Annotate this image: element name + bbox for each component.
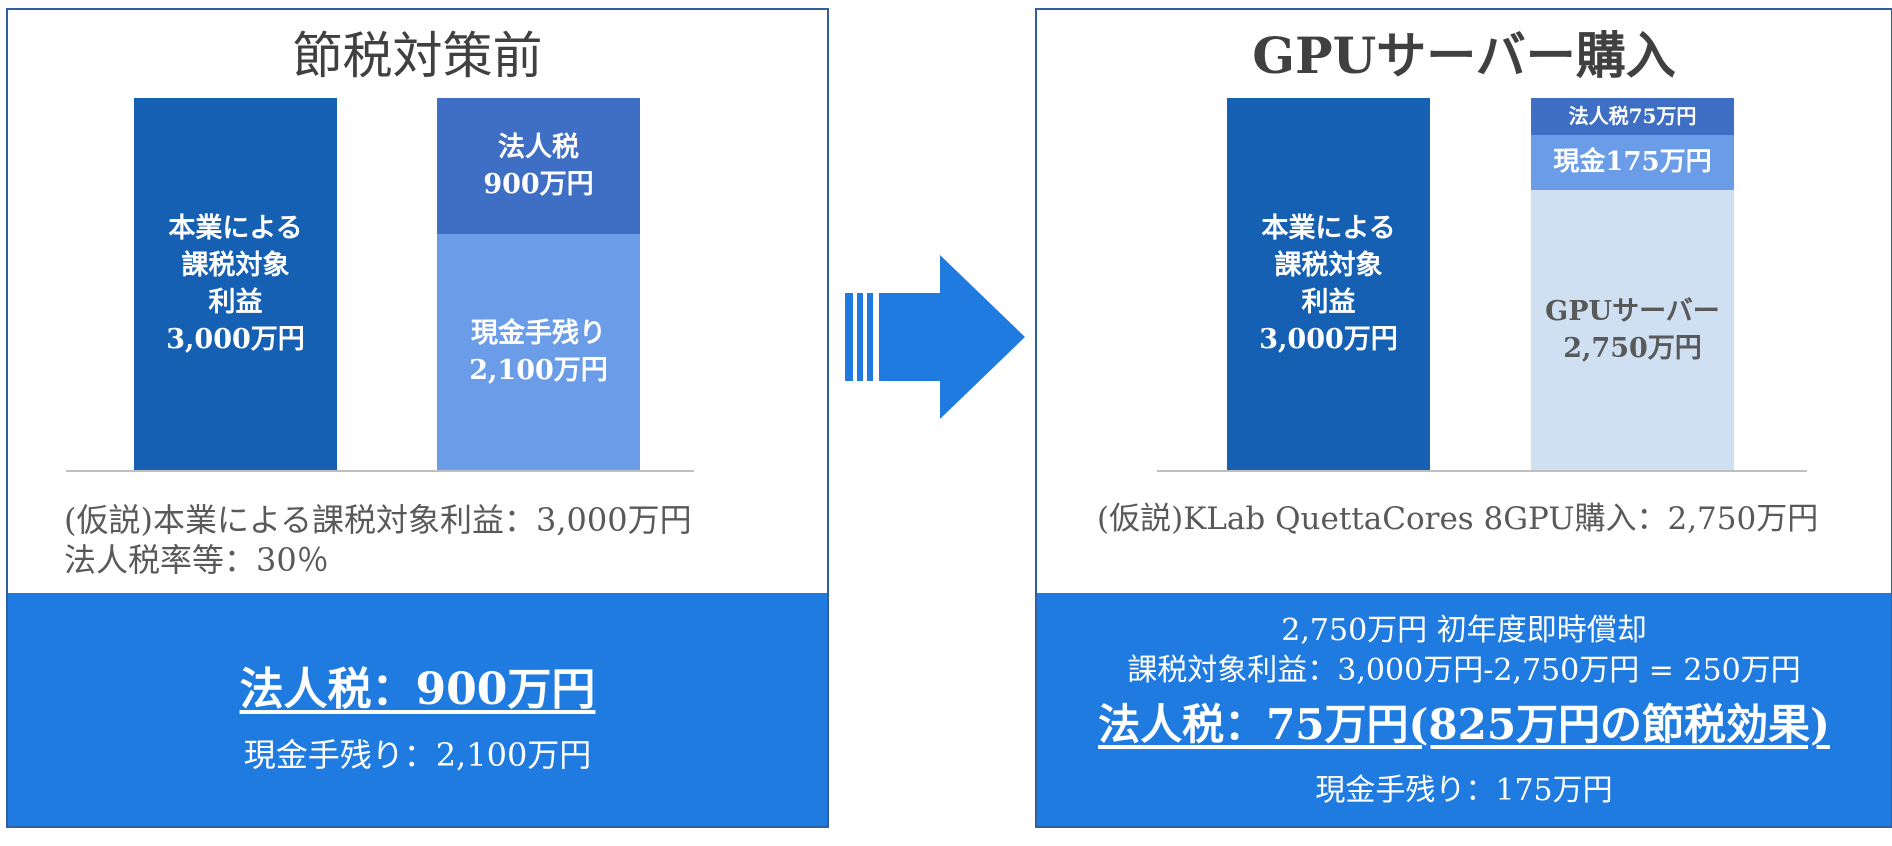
before-tax-headline: 法人税：900万円 xyxy=(239,664,596,715)
after-profit-label-3: 利益 xyxy=(1301,287,1356,318)
before-title: 節税対策前 xyxy=(292,27,543,85)
before-tax-bar: 法人税 900万円 xyxy=(437,98,640,234)
after-profit-value: 3,000万円 xyxy=(1259,324,1398,356)
before-panel: 節税対策前 本業による 課税対象 利益 3,000万円 法人税 900万円 現金… xyxy=(6,8,829,828)
after-summary: 2,750万円 初年度即時償却 課税対象利益：3,000万円-2,750万円 =… xyxy=(1037,593,1891,826)
after-server-value: 2,750万円 xyxy=(1563,333,1702,364)
after-server-label: GPUサーバー xyxy=(1545,295,1720,327)
after-title: GPUサーバー購入 xyxy=(1252,26,1676,85)
before-note-line-2: 法人税率等：30％ xyxy=(64,541,329,579)
before-profit-value: 3,000万円 xyxy=(166,324,305,356)
after-tax-headline: 法人税：75万円(825万円の節税効果) xyxy=(1098,700,1830,749)
right-arrow-icon xyxy=(845,255,1025,419)
after-cash-remaining: 現金手残り：175万円 xyxy=(1315,773,1613,808)
after-profit-label-2: 課税対象 xyxy=(1274,249,1383,281)
before-profit-label-1: 本業による xyxy=(168,212,303,244)
before-cash-bar: 現金手残り 2,100万円 xyxy=(437,234,640,470)
before-profit-label-3: 利益 xyxy=(208,287,263,318)
before-note-line-1: (仮説)本業による課税対象利益：3,000万円 xyxy=(64,501,692,539)
before-baseline xyxy=(66,470,694,472)
after-panel: GPUサーバー購入 本業による 課税対象 利益 3,000万円 法人税75万円 … xyxy=(1035,8,1892,828)
after-profit-label-1: 本業による xyxy=(1261,212,1396,244)
after-baseline xyxy=(1157,470,1807,472)
after-cash-bar: 現金175万円 xyxy=(1531,135,1734,190)
after-note: (仮説)KLab QuettaCores 8GPU購入：2,750万円 xyxy=(1097,501,1819,537)
before-cash-label: 現金手残り xyxy=(471,317,606,349)
before-tax-label: 法人税 xyxy=(498,131,579,163)
after-profit-bar: 本業による 課税対象 利益 3,000万円 xyxy=(1227,98,1430,470)
before-profit-label-2: 課税対象 xyxy=(181,249,290,281)
before-note: (仮説)本業による課税対象利益：3,000万円 法人税率等：30％ xyxy=(64,500,692,580)
after-tax-bar: 法人税75万円 xyxy=(1531,98,1734,135)
before-cash-remaining: 現金手残り：2,100万円 xyxy=(243,736,592,774)
after-tax-label: 法人税75万円 xyxy=(1568,103,1697,128)
before-profit-bar: 本業による 課税対象 利益 3,000万円 xyxy=(134,98,337,470)
after-server-bar: GPUサーバー 2,750万円 xyxy=(1531,190,1734,470)
after-summary-line-2: 課税対象利益：3,000万円-2,750万円 = 250万円 xyxy=(1127,653,1801,688)
after-summary-line-1: 2,750万円 初年度即時償却 xyxy=(1281,613,1647,648)
before-cash-value: 2,100万円 xyxy=(469,355,608,386)
after-cash-label: 現金175万円 xyxy=(1553,146,1712,177)
before-summary: 法人税：900万円 現金手残り：2,100万円 xyxy=(8,593,827,826)
before-tax-value: 900万円 xyxy=(483,169,594,200)
